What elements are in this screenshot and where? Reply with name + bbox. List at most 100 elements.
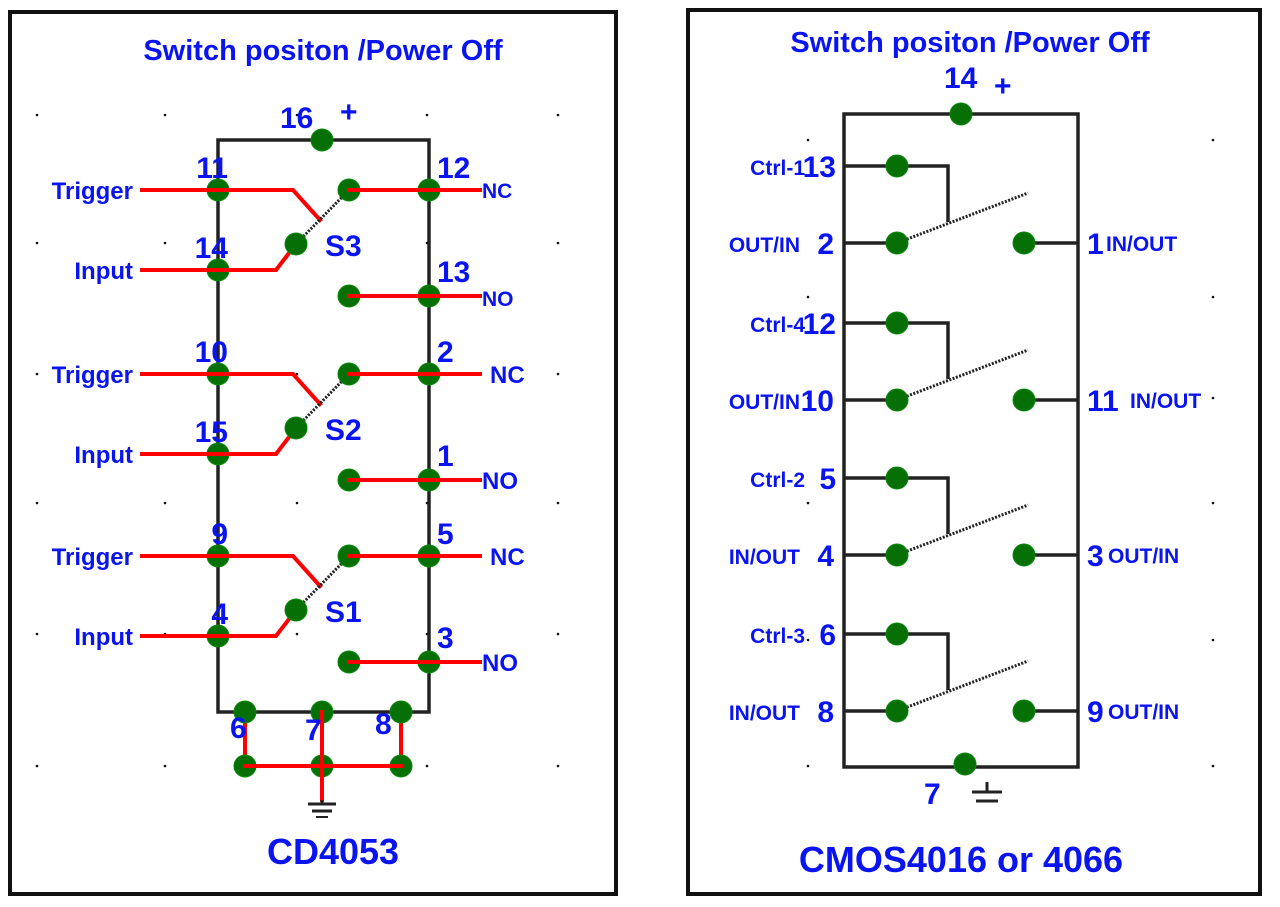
grid-dot [163, 113, 167, 117]
common-contact [284, 232, 308, 256]
switch-lever [896, 503, 1029, 557]
control-pin-number: 5 [819, 463, 836, 496]
input-label: Input [74, 442, 133, 469]
grid-dot [35, 764, 39, 768]
right-node [1012, 388, 1036, 412]
grid-dot [556, 113, 560, 117]
grid-dot [806, 638, 810, 642]
control-node [885, 154, 909, 178]
input-pin-number: 15 [195, 416, 228, 449]
grid-dot [1211, 295, 1215, 299]
panel-frame [8, 10, 618, 896]
trigger-label: Trigger [52, 544, 133, 571]
switch-name: S3 [325, 230, 362, 263]
power-pin-number: 14 [944, 62, 978, 95]
right-pin-number: 3 [1087, 540, 1104, 573]
grid-dot [556, 501, 560, 505]
ground-pin-label: 7 [924, 778, 941, 811]
input-label: Input [74, 624, 133, 651]
switch-lever [896, 348, 1029, 402]
right-label: IN/OUT [1106, 233, 1177, 256]
panel-cmos4016: Switch positon /Power Off 14 + Ctrl-113O… [686, 8, 1262, 896]
switch-lever [896, 659, 1029, 713]
right-pin-number: 11 [1087, 385, 1119, 418]
no-pin-number: 13 [437, 256, 470, 289]
control-label: Ctrl-3 [750, 625, 805, 648]
chip-body [842, 112, 1080, 769]
control-wire [844, 476, 950, 534]
grid-dot [806, 396, 810, 400]
common-contact [284, 598, 308, 622]
ground-network: 6 7 8 [230, 700, 413, 818]
grid-dot [1211, 138, 1215, 142]
nc-label: NC [490, 362, 525, 389]
ground-node [953, 752, 977, 776]
grid-dot [806, 295, 810, 299]
control-node [885, 622, 909, 646]
grid-dot [35, 632, 39, 636]
right-label: IN/OUT [1130, 390, 1201, 413]
grid-dot [806, 138, 810, 142]
grid-dot [556, 632, 560, 636]
grid-dot [35, 241, 39, 245]
grid-dot [1211, 764, 1215, 768]
grid-dot [35, 113, 39, 117]
control-label: Ctrl-2 [750, 469, 805, 492]
input-pin-number: 14 [195, 232, 229, 265]
switch-lever [294, 372, 351, 430]
right-label: OUT/IN [1108, 701, 1179, 724]
chip-name: CMOS4016 or 4066 [799, 839, 1123, 880]
trigger-pin-number: 10 [195, 336, 228, 369]
right-pin-number: 9 [1087, 696, 1104, 729]
control-wire [844, 321, 950, 379]
control-label: Ctrl-4 [750, 314, 805, 337]
right-node [1012, 543, 1036, 567]
control-pin-number: 13 [803, 151, 836, 184]
ground-icon [308, 800, 336, 818]
left-label: IN/OUT [729, 702, 800, 725]
panel-title: Switch positon /Power Off [143, 35, 503, 67]
grid-dot [163, 501, 167, 505]
chip-body [216, 138, 431, 714]
grid-dot [556, 372, 560, 376]
control-pin-number: 6 [819, 619, 836, 652]
switch-lever [294, 188, 351, 246]
grid-dot [295, 501, 299, 505]
trigger-pin-number: 9 [211, 518, 228, 551]
no-label: NO [482, 288, 514, 311]
ground-pin-8-label: 8 [375, 708, 392, 741]
left-label: OUT/IN [729, 234, 800, 257]
chip-name: CD4053 [267, 831, 399, 872]
power-plus-symbol: + [340, 96, 358, 129]
trigger-wire [140, 372, 323, 407]
left-node [885, 231, 909, 255]
panel-title: Switch positon /Power Off [790, 27, 1150, 59]
nc-pin-number: 2 [437, 336, 454, 369]
input-label: Input [74, 258, 133, 285]
control-wire [844, 632, 950, 690]
right-node [1012, 231, 1036, 255]
left-pin-number: 4 [817, 540, 834, 573]
trigger-wire [140, 188, 323, 223]
grid-dot [163, 241, 167, 245]
switch-name: S1 [325, 596, 362, 629]
no-pin-number: 3 [437, 622, 454, 655]
grid-dot [295, 113, 299, 117]
right-label: OUT/IN [1108, 545, 1179, 568]
left-label: OUT/IN [729, 391, 800, 414]
left-node [885, 388, 909, 412]
ground-pin-7-label: 7 [305, 714, 322, 747]
power-node [949, 102, 973, 126]
control-node [885, 466, 909, 490]
right-pin-number: 1 [1087, 228, 1104, 261]
control-pin-number: 12 [803, 308, 836, 341]
trigger-label: Trigger [52, 178, 133, 205]
nc-pin-number: 5 [437, 518, 454, 551]
left-label: IN/OUT [729, 546, 800, 569]
